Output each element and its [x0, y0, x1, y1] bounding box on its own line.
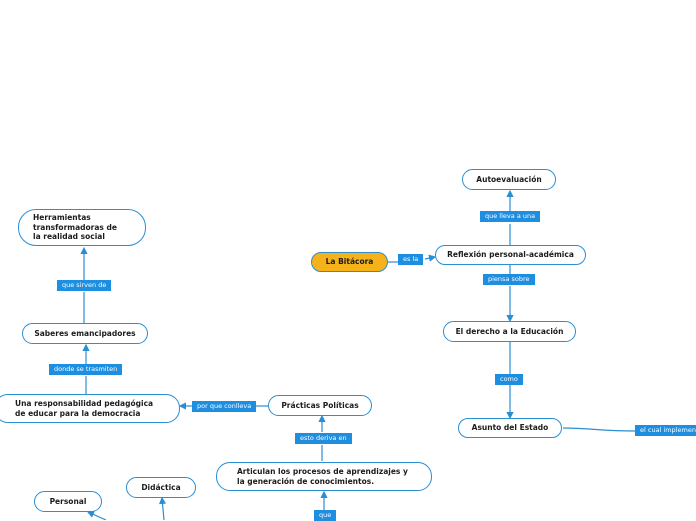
node-asunto-estado[interactable]: Asunto del Estado	[458, 418, 562, 438]
node-personal[interactable]: Personal	[34, 491, 102, 512]
node-la-bitacora[interactable]: La Bitácora	[311, 252, 388, 272]
node-practicas-politicas[interactable]: Prácticas Políticas	[268, 395, 372, 416]
node-herramientas[interactable]: Herramientas transformadoras de la reali…	[18, 209, 146, 246]
node-saberes[interactable]: Saberes emancipadores	[22, 323, 148, 344]
link-label-es-la[interactable]: es la	[398, 254, 424, 265]
node-derecho-educacion[interactable]: El derecho a la Educación	[443, 321, 576, 342]
link-label-que-lleva[interactable]: que lleva a una	[480, 211, 541, 222]
node-responsabilidad[interactable]: Una responsabilidad pedagógica de educar…	[0, 394, 180, 423]
node-autoevaluacion[interactable]: Autoevaluación	[462, 169, 556, 190]
link-label-por-que[interactable]: por que conlleva	[192, 401, 257, 412]
link-label-esto-deriva[interactable]: esto deriva en	[295, 433, 352, 444]
link-label-donde-se[interactable]: donde se trasmiten	[49, 364, 123, 375]
node-reflexion[interactable]: Reflexión personal-académica	[435, 245, 586, 265]
node-didactica[interactable]: Didáctica	[126, 477, 196, 498]
link-label-el-cual[interactable]: el cual implementa	[635, 425, 696, 436]
link-label-como[interactable]: como	[495, 374, 523, 385]
link-label-que[interactable]: que	[314, 510, 337, 521]
node-articulan[interactable]: Articulan los procesos de aprendizajes y…	[216, 462, 432, 491]
link-label-piensa-sobre[interactable]: piensa sobre	[483, 274, 535, 285]
link-label-que-sirven[interactable]: que sirven de	[57, 280, 112, 291]
